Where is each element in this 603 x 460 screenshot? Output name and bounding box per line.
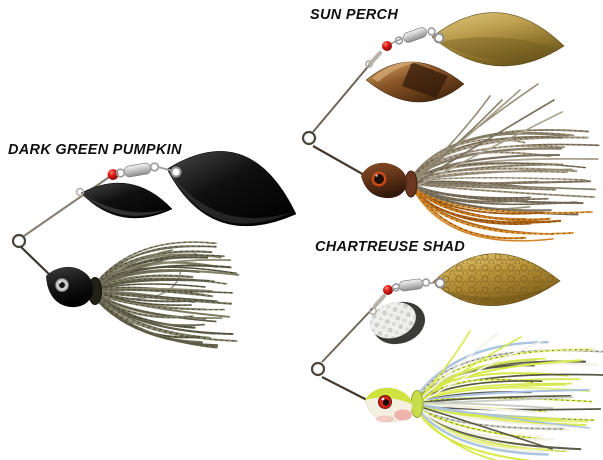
skirt: [412, 83, 600, 242]
skirt-strand: [96, 299, 219, 347]
skirt-strand: [419, 413, 498, 460]
skirt-strand: [414, 138, 525, 176]
skirt-strand: [420, 402, 554, 409]
skirt-strand: [420, 332, 499, 400]
skirt-strand: [419, 388, 590, 403]
skirt-strand: [422, 340, 543, 402]
clevis: [368, 306, 377, 315]
skirt-strand: [422, 404, 590, 429]
skirt-strand: [412, 99, 503, 183]
skirt-strand: [97, 291, 218, 302]
skirt-strand: [98, 289, 233, 294]
skirt-strand: [421, 336, 522, 401]
skirt-strand: [412, 135, 564, 176]
wire-line-tie-loop: [11, 233, 27, 249]
eye: [55, 278, 69, 292]
wire-upper-arm: [23, 174, 113, 237]
skirt-strand: [418, 395, 572, 405]
skirt-strand: [416, 111, 563, 187]
eye: [371, 171, 387, 187]
skirt-strand: [413, 162, 560, 180]
wire-lower-arm: [312, 145, 367, 177]
skirt-strand: [99, 283, 206, 290]
skirt-strand: [420, 405, 595, 421]
blade-grommet: [170, 166, 182, 178]
skirt-strand: [415, 171, 568, 182]
swivel: [391, 278, 436, 292]
skirt-strand: [100, 253, 197, 287]
skirt-strand: [413, 132, 569, 175]
skirt-strand: [414, 164, 564, 181]
skirt-strand: [415, 192, 526, 239]
wire-lower-arm: [20, 246, 53, 278]
wire-line-tie-loop: [301, 130, 317, 146]
skirt-strand: [99, 292, 192, 307]
label-chartreuse-shad: CHARTREUSE SHAD: [315, 239, 466, 255]
skirt-strand: [97, 295, 193, 318]
swivel: [115, 162, 174, 178]
skirt-strand: [98, 291, 232, 305]
skirt-collar: [410, 390, 424, 418]
skirt-strand: [97, 275, 193, 289]
skirt-strand: [414, 145, 565, 177]
skirt-strand: [420, 411, 545, 454]
blade-small-willow: [80, 182, 173, 219]
skirt-strand: [415, 176, 587, 183]
skirt-strand: [98, 292, 199, 302]
skirt-strand: [415, 99, 555, 184]
lure-sun-perch: [301, 12, 600, 242]
skirt-strand: [423, 407, 553, 450]
wire-sleeve: [373, 294, 386, 308]
head: [46, 266, 94, 308]
wire-bead-link: [392, 287, 400, 290]
skirt-strand: [97, 278, 210, 290]
blade-large-willow: [166, 151, 297, 227]
lure-dark-green-pumpkin: [11, 151, 297, 349]
blade-small-willow: [365, 61, 465, 103]
label-sun-perch: SUN PERCH: [310, 7, 399, 23]
red-bead: [382, 41, 392, 51]
skirt-strand: [414, 184, 549, 200]
skirt: [417, 330, 603, 460]
skirt-strand: [97, 293, 225, 311]
skirt-strand: [99, 249, 173, 285]
skirt: [96, 241, 240, 349]
skirt-strand: [99, 265, 231, 286]
red-bead: [107, 169, 119, 180]
skirt-strand: [414, 168, 573, 183]
head: [364, 387, 413, 423]
skirt-strand: [96, 241, 217, 282]
skirt-strand: [414, 192, 554, 242]
clevis: [364, 59, 373, 68]
blade-large-willow-hammered: [432, 253, 561, 306]
blade-large-willow: [431, 12, 565, 67]
skirt-strand: [415, 183, 557, 191]
clevis: [75, 187, 85, 197]
wire-upper-arm: [321, 305, 376, 363]
swivel: [394, 27, 438, 45]
skirt-strand: [418, 408, 543, 440]
skirt-strand: [97, 295, 217, 323]
eye: [378, 395, 393, 410]
skirt-strand: [99, 297, 211, 339]
wire-upper-arm: [312, 62, 372, 133]
red-bead: [383, 285, 393, 295]
head: [361, 162, 407, 199]
skirt-strand: [97, 251, 212, 284]
skirt-strand: [419, 330, 471, 399]
wire-lower-arm: [321, 376, 368, 401]
wire-line-tie-loop: [310, 361, 326, 377]
blade-grommet: [434, 277, 446, 289]
skirt-strand: [99, 296, 196, 329]
skirt-strand: [415, 186, 528, 203]
blade-small-colorado-hammered: [369, 301, 425, 345]
skirt-strand: [419, 411, 549, 456]
skirt-strand: [415, 189, 551, 221]
lure-chartreuse-shad: [310, 253, 603, 460]
skirt-strand: [413, 191, 574, 235]
skirt-strand: [413, 95, 491, 182]
label-dark-green-pumpkin: DARK GREEN PUMPKIN: [8, 142, 182, 158]
